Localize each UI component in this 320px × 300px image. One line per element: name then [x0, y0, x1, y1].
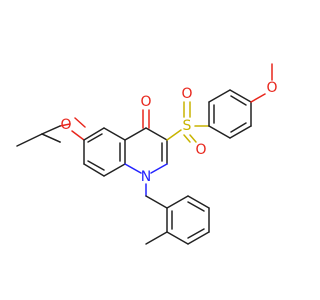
pyr-bond-5 [124, 163, 142, 174]
benzo-bond-6 [83, 127, 105, 141]
mb-bond-1 [166, 195, 189, 209]
mp-bond-4-inner [230, 95, 247, 106]
pyr-bond-2 [145, 127, 168, 141]
ring-methyl [145, 231, 168, 245]
pyr-bond-4 [150, 163, 168, 174]
ethyl-bond-3 [41, 133, 61, 143]
benzo-bond-2 [83, 163, 105, 177]
sulfonyl-group: S O O [166, 86, 210, 158]
ethoxy-o-bond [74, 117, 86, 128]
mb-bond-4 [187, 231, 210, 245]
ethyl-bond-1 [16, 133, 43, 147]
sulfonyl-oxygen-1-label: O [181, 86, 192, 102]
methoxy-o-bond [250, 93, 266, 103]
methyl-bond [145, 231, 168, 245]
benzo-bond-5 [103, 127, 126, 141]
benzo-bond-2-inner [87, 160, 105, 171]
so-bond-2b [189, 134, 197, 143]
carbonyl-group: O [140, 94, 152, 129]
ch2-aryl-bond [145, 195, 168, 209]
ethoxy-o-ring-bond [71, 130, 85, 141]
ethoxy-o-left [59, 123, 71, 127]
chemical-structure: O N O S O O [16, 63, 278, 245]
methoxyphenyl-ring [208, 89, 252, 139]
mp-bond-2 [229, 125, 252, 139]
mp-bond-4 [229, 89, 252, 103]
sulfonyl-c-bond [166, 129, 182, 141]
mb-bond-5 [166, 231, 189, 245]
mb-bond-4-inner [187, 228, 205, 239]
sulfonyl-oxygen-2-label: O [195, 142, 206, 158]
ethyl-bond-o [41, 125, 61, 135]
mb-bond-2 [187, 195, 210, 209]
carbonyl-oxygen-label: O [140, 94, 151, 110]
sulfur-label: S [183, 118, 192, 134]
ethoxy-group: O [16, 117, 86, 147]
mp-bond-1 [208, 125, 231, 139]
mp-bond-2-inner [230, 122, 247, 133]
pyr-bond-1 [124, 127, 147, 141]
structure-canvas: O N O S O O [16, 63, 278, 245]
methoxy-oxygen-label: O [266, 80, 277, 96]
methylbenzyl-ring [166, 195, 210, 245]
ethoxy-oxygen-label: O [60, 117, 71, 133]
mb-bond-2-inner [187, 201, 205, 212]
benzo-ring [83, 127, 126, 177]
methoxy-group: O [250, 63, 278, 103]
so-bond-2a [183, 134, 191, 143]
benzo-bond-6-inner [87, 133, 103, 143]
benzo-bond-3 [103, 163, 126, 177]
benzyl-linker [145, 183, 168, 209]
nitrogen-label: N [141, 169, 151, 185]
pyridinone-ring: N [124, 127, 168, 185]
mp-bond-5 [208, 89, 231, 103]
